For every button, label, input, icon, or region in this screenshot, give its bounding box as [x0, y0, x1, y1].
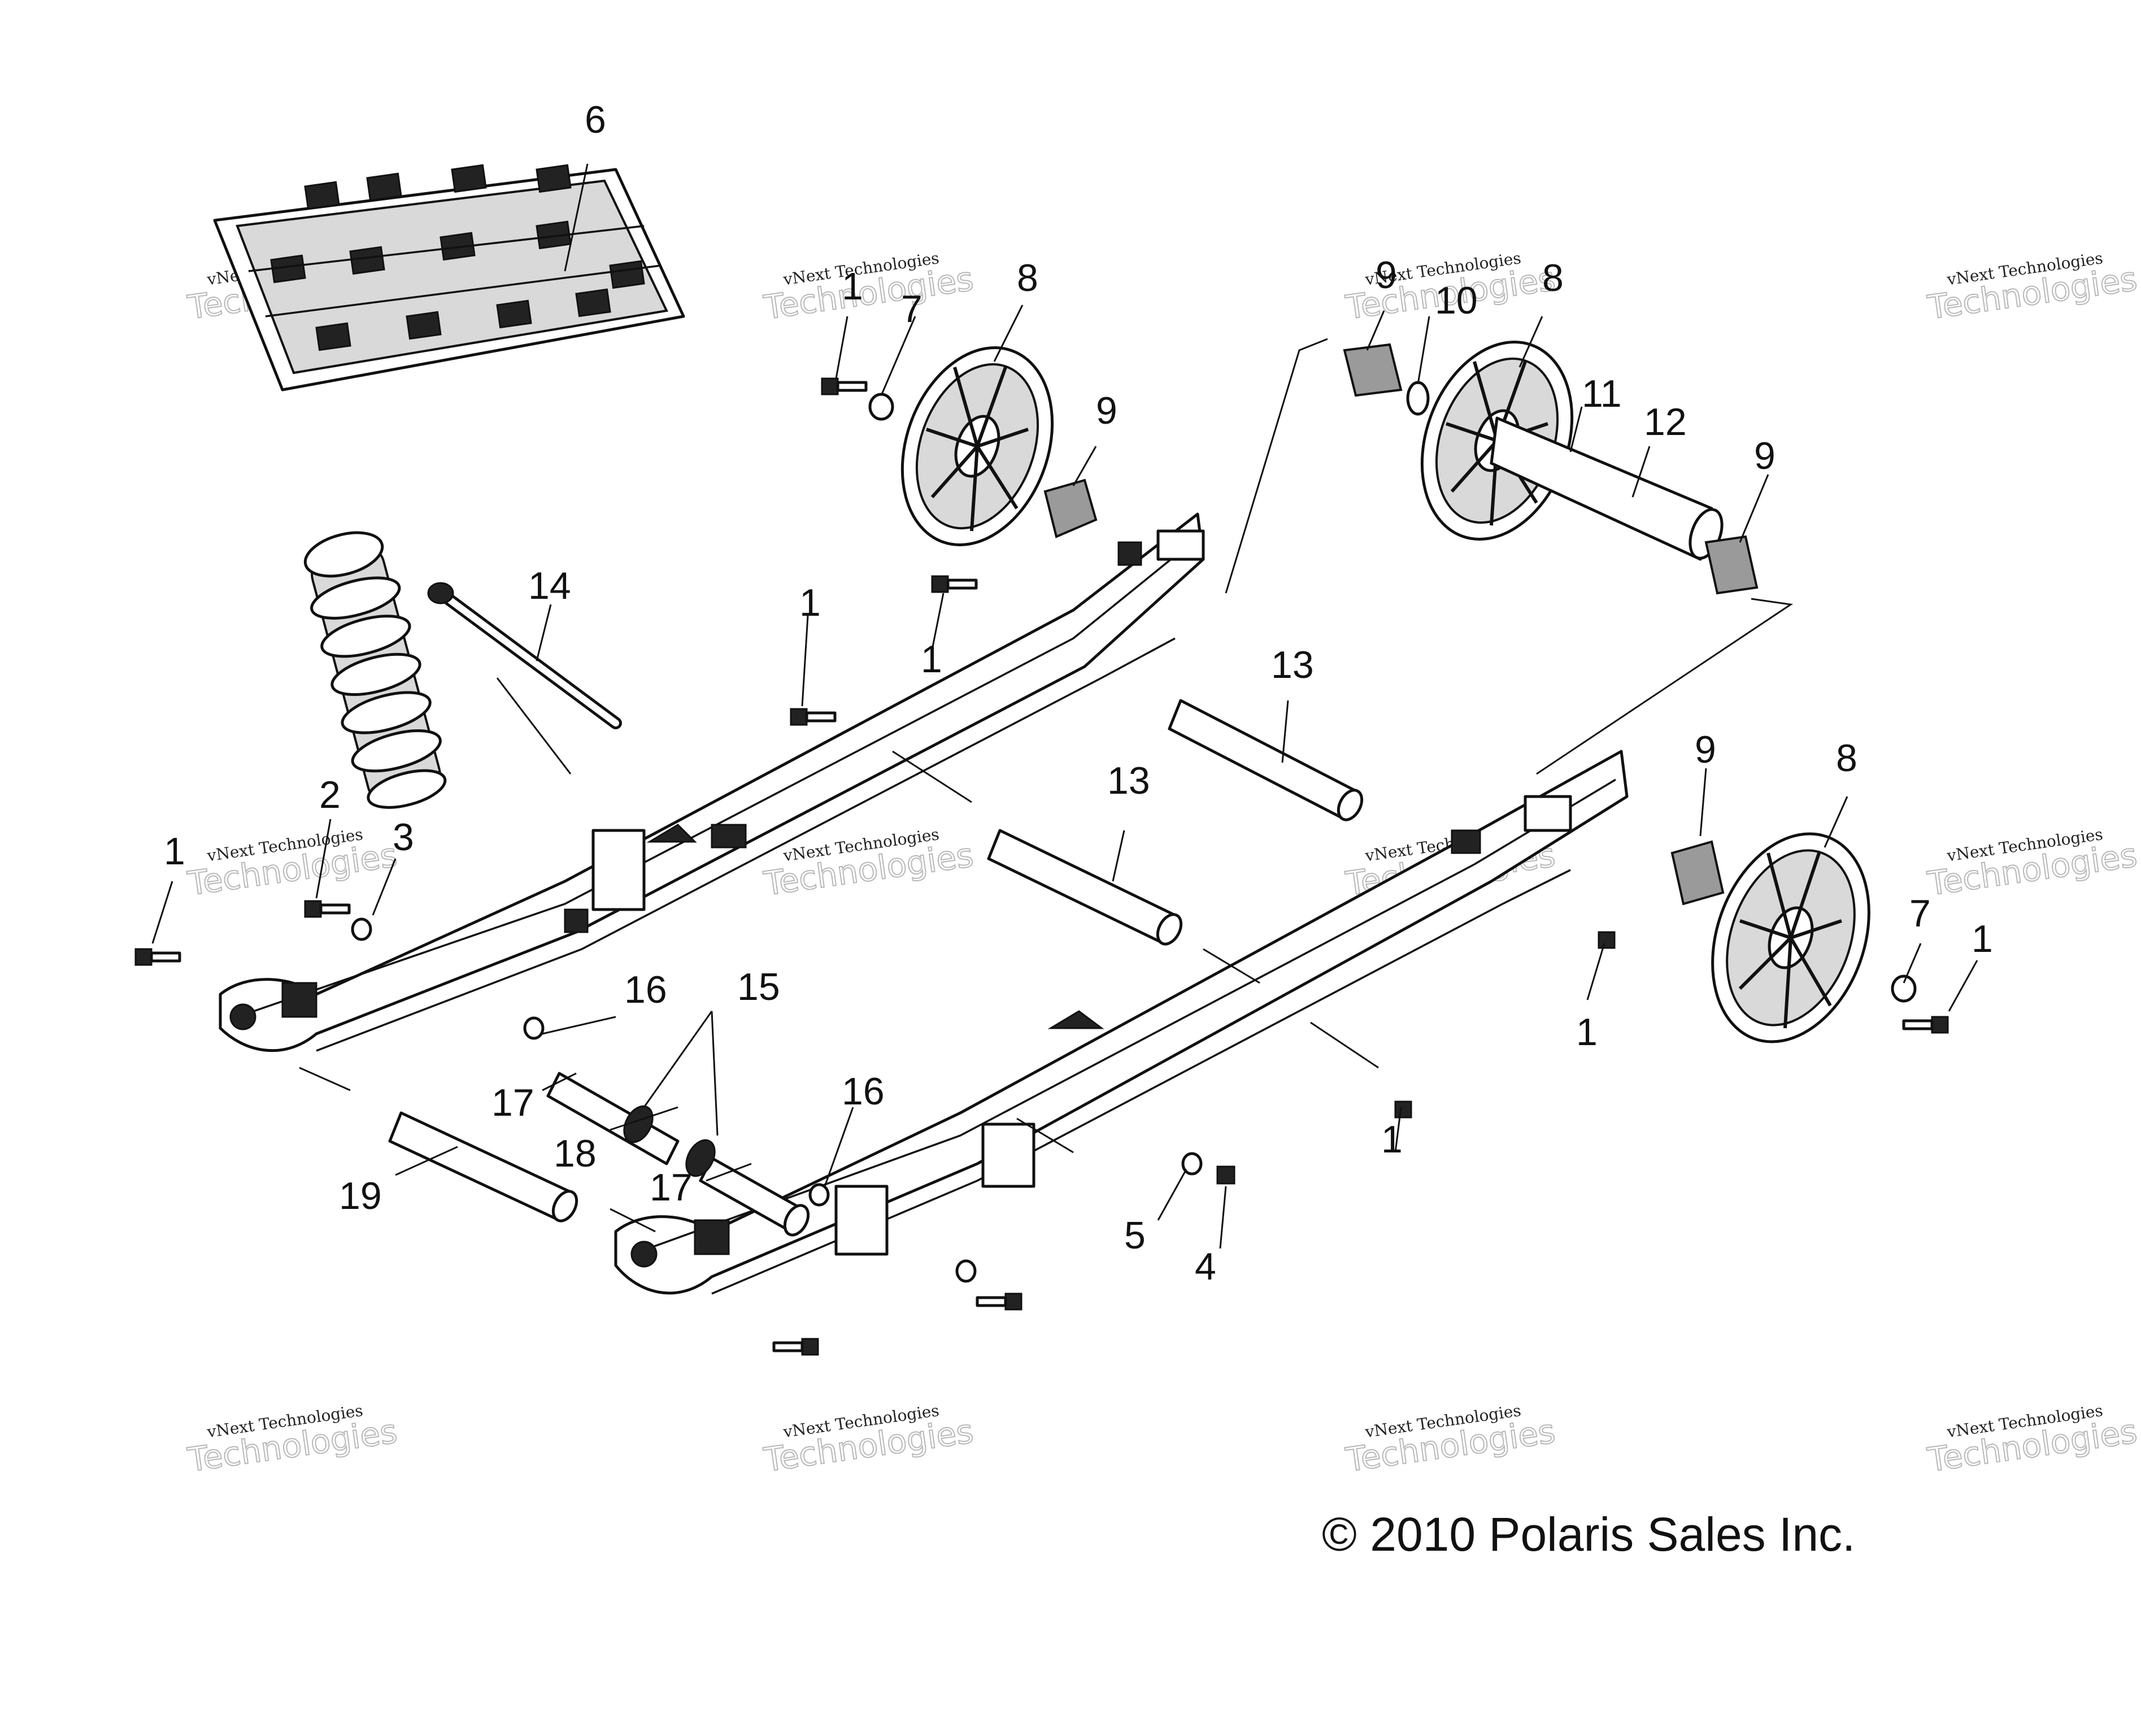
track-part — [213, 164, 685, 391]
callout-8: 8 — [1542, 256, 1564, 299]
callout-9: 9 — [1096, 389, 1117, 432]
washer-part-7 — [1891, 974, 1917, 1003]
callout-1: 1 — [1576, 1011, 1598, 1054]
callout-13: 13 — [1107, 759, 1150, 802]
callout-1: 1 — [1381, 1118, 1403, 1161]
washer-part-10 — [1406, 381, 1430, 416]
right-rail — [614, 750, 1629, 1295]
shock-absorber — [303, 531, 447, 809]
callout-8: 8 — [1836, 737, 1857, 780]
callout-1: 1 — [921, 638, 942, 681]
callout-7: 7 — [1909, 892, 1931, 935]
tube-parts — [388, 699, 1364, 1237]
wheel-lower-right — [1711, 832, 1870, 1043]
callout-16: 16 — [842, 1070, 885, 1113]
callout-6: 6 — [585, 98, 606, 141]
callout-16: 16 — [624, 968, 667, 1011]
callout-7: 7 — [901, 288, 922, 330]
spacer-parts — [1043, 343, 1759, 906]
washer-part-7 — [868, 393, 894, 421]
callout-1: 1 — [799, 581, 821, 624]
callout-2: 2 — [319, 773, 341, 816]
callout-1: 1 — [1972, 917, 1993, 960]
callout-9: 9 — [1695, 728, 1716, 771]
callout-13: 13 — [1271, 643, 1314, 686]
copyright-notice: © 2010 Polaris Sales Inc. — [1322, 1508, 1855, 1561]
callout-15: 15 — [737, 965, 780, 1008]
callout-labels: 6 7 1 8 9 9 10 8 11 12 9 14 1 1 13 13 2 … — [164, 98, 1993, 1288]
callout-1: 1 — [842, 265, 863, 308]
callout-14: 14 — [528, 564, 571, 607]
callout-12: 12 — [1644, 401, 1687, 443]
callout-1: 1 — [164, 830, 185, 873]
callout-4: 4 — [1195, 1245, 1216, 1288]
bolt-parts — [134, 377, 1949, 1356]
left-rail — [219, 512, 1205, 1052]
track-lugs — [270, 164, 645, 351]
axle-part — [1490, 416, 1724, 561]
leader-lines — [151, 163, 1978, 1249]
callout-17: 17 — [650, 1166, 693, 1209]
callout-17: 17 — [491, 1081, 534, 1124]
callout-3: 3 — [393, 816, 414, 859]
callout-10: 10 — [1435, 279, 1478, 322]
callout-11: 11 — [1582, 372, 1622, 415]
wheel-upper-left — [900, 346, 1054, 546]
callout-18: 18 — [554, 1132, 597, 1175]
callout-19: 19 — [339, 1174, 382, 1217]
callout-9: 9 — [1376, 254, 1397, 297]
callout-8: 8 — [1017, 256, 1038, 299]
callout-5: 5 — [1124, 1214, 1146, 1257]
long-bolt-part — [427, 582, 622, 729]
callout-9: 9 — [1754, 434, 1776, 477]
